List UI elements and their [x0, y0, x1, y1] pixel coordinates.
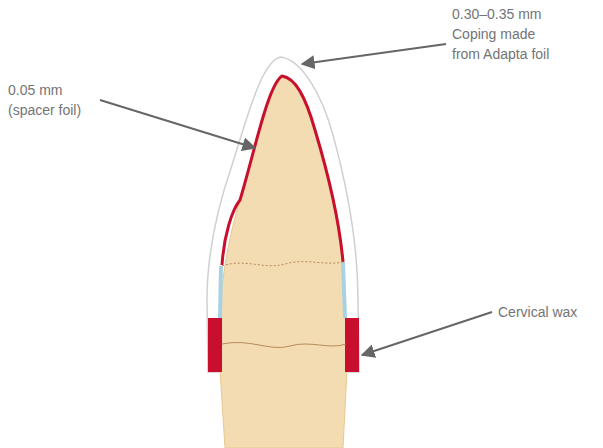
margin-line — [222, 262, 343, 266]
dimension-label: 0.30–0.35 mm Coping made from Adapta foi… — [452, 4, 567, 64]
cervical-wax — [208, 318, 222, 372]
dimension-label: 0.05 mm (spacer foil) — [8, 80, 98, 120]
leader-line — [362, 312, 492, 355]
blue-layer — [343, 262, 345, 318]
margin-line — [222, 342, 346, 347]
spacer-foil — [222, 76, 343, 265]
cervical-wax — [345, 318, 359, 372]
dimension-label: Cervical wax — [498, 302, 598, 322]
leader-line — [302, 44, 446, 64]
blue-layer — [220, 266, 221, 318]
tooth-die — [219, 76, 347, 448]
leader-line — [100, 100, 255, 148]
